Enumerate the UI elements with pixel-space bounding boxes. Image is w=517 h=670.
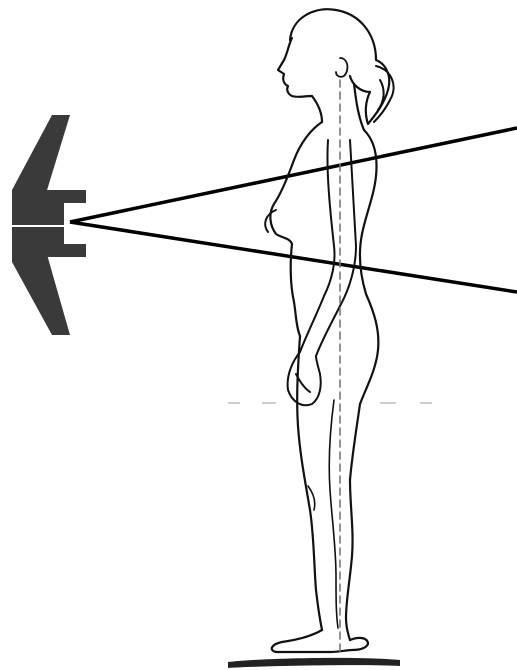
back-leg <box>346 404 360 640</box>
inner-leg <box>329 400 338 628</box>
front-torso <box>270 122 322 336</box>
face-profile <box>278 38 322 122</box>
front-leg <box>297 336 322 630</box>
field-of-view <box>70 128 517 292</box>
standing-platform <box>228 658 400 668</box>
ear <box>336 58 347 77</box>
standing-person-side-view <box>265 9 393 656</box>
lower-beam-line <box>70 222 517 292</box>
arm-back-edge <box>316 140 356 356</box>
foot <box>272 630 368 652</box>
upper-beam-line <box>70 128 517 222</box>
camera-scanner-icon <box>12 115 86 335</box>
hand <box>288 352 321 405</box>
